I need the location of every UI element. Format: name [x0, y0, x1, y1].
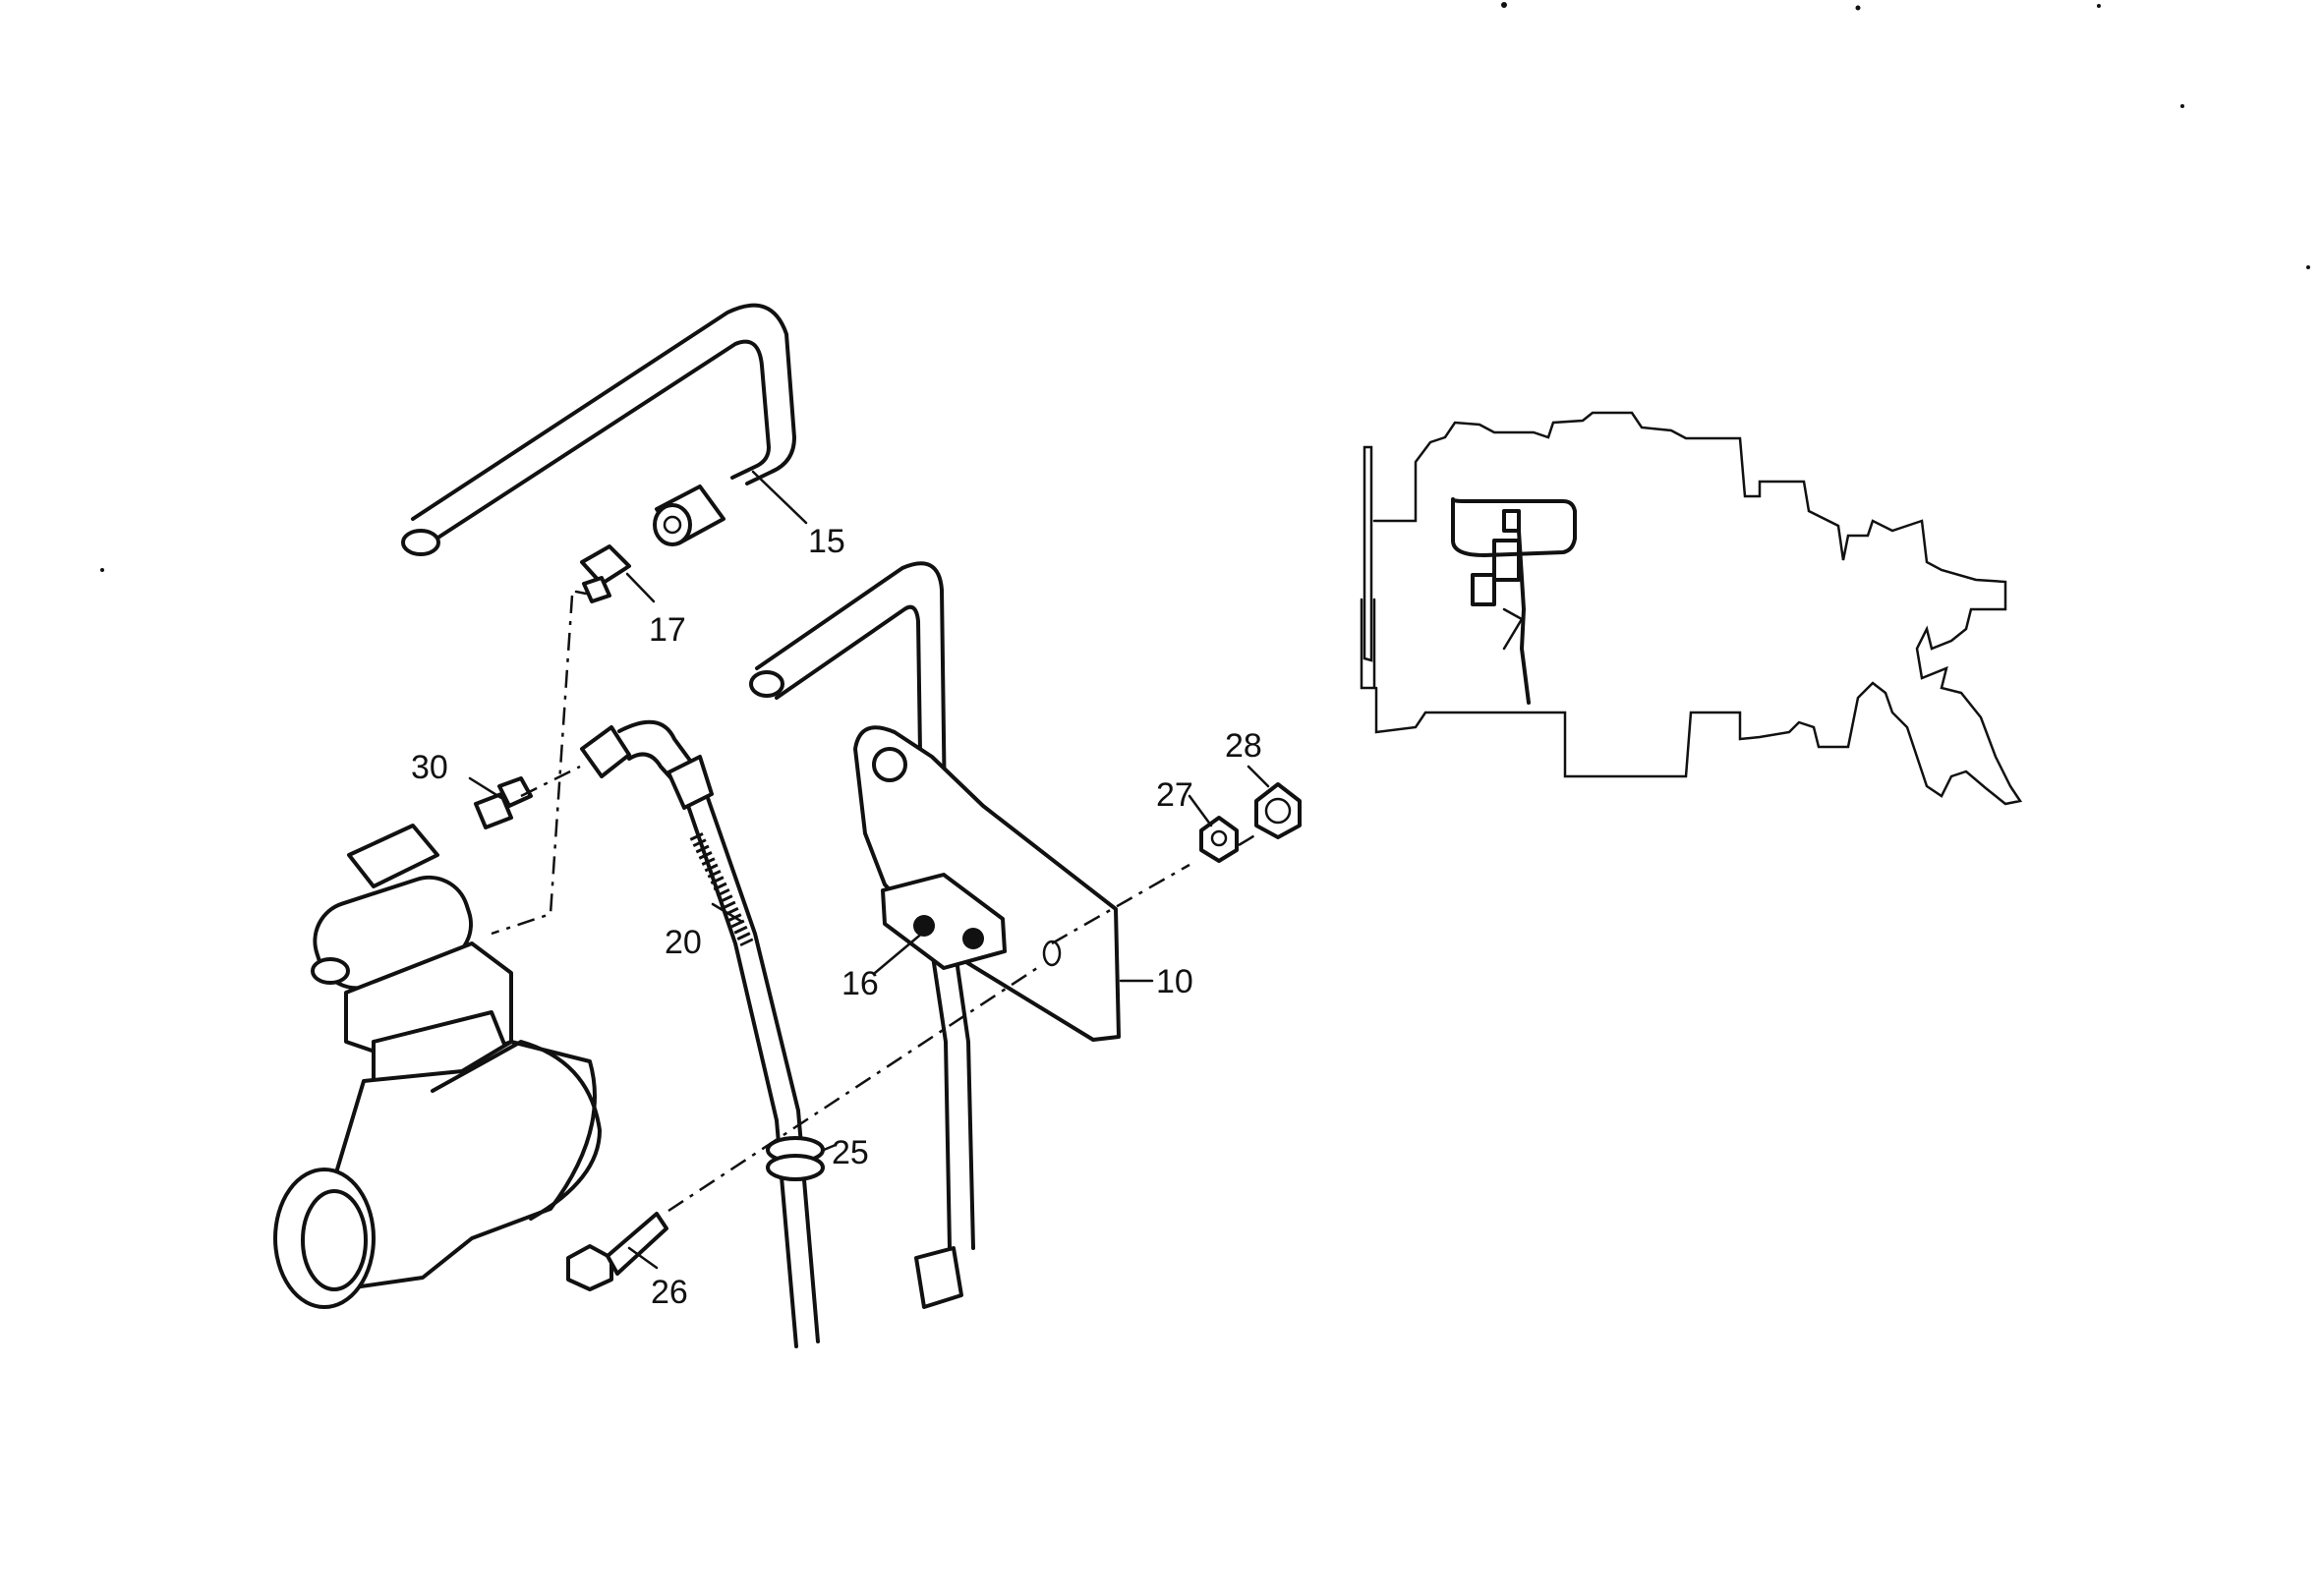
nut-28 [1254, 782, 1302, 839]
callout-25: 25 [832, 1134, 869, 1171]
callout-15: 15 [808, 523, 845, 560]
callout-30: 30 [411, 749, 448, 786]
fitting-30 [474, 776, 533, 829]
locator-engine-outline [1360, 411, 2023, 806]
callout-10: 10 [1156, 963, 1193, 1000]
callout-28: 28 [1225, 727, 1262, 765]
fitting-17 [574, 544, 631, 603]
hose-20 [580, 719, 825, 1348]
bolt-26 [566, 1212, 668, 1291]
callout-labels: 15 17 30 20 16 10 27 28 25 26 [411, 523, 1262, 1311]
callout-26: 26 [651, 1274, 688, 1311]
valve-assembly [273, 824, 602, 1309]
centre-lines [491, 595, 1259, 1213]
callout-27: 27 [1156, 776, 1193, 814]
callout-20: 20 [665, 924, 702, 961]
nut-27 [1199, 816, 1239, 863]
leader-lines [468, 470, 1270, 1270]
scan-specks [100, 2, 2310, 572]
bracket-10 [853, 725, 1121, 1042]
callout-17: 17 [649, 611, 686, 649]
callout-16: 16 [841, 965, 879, 1002]
upper-pipe [401, 303, 796, 556]
